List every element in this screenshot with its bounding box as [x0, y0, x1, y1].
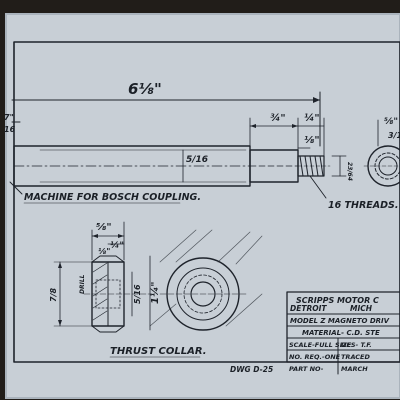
dim-five-sixteenth: 5/16 — [186, 155, 208, 165]
tb-city-left: DETROIT — [290, 304, 327, 313]
collar-dim-quarter: ¼" — [110, 240, 124, 251]
tb-des: DES- T.F. — [341, 341, 372, 349]
collar-dim-eighth: ⅛" — [98, 247, 110, 256]
collar-dim-five-eighth: ⅝" — [96, 222, 112, 233]
dwg-number: DWG D-25 — [230, 365, 273, 374]
title-block: SCRIPPS MOTOR C DETROIT MICH MODEL Z MAG… — [286, 291, 400, 375]
dim-eighth: ⅛" — [304, 135, 320, 146]
tb-model: MODEL Z MAGNETO DRIV — [290, 317, 390, 325]
tb-req: NO. REQ.-ONE — [289, 353, 341, 361]
collar-dim-bore: DRILL — [79, 274, 86, 294]
tb-date: MARCH — [341, 365, 368, 373]
collar-dim-seven-eighth: 7/8 — [49, 288, 58, 302]
collar-front-view — [159, 257, 247, 331]
dim-three-quarter: ¾" — [270, 113, 286, 124]
tb-city-right: MICH — [350, 304, 373, 313]
shaft-view: 6⅛" 7" 16 5/16 ¾" ¼" ⅛" — [4, 80, 400, 211]
dim-left-bottom: 16 — [4, 125, 16, 134]
dim-end-three-sixteenth: 3/16 — [388, 131, 400, 140]
drawing-border — [13, 41, 400, 363]
dim-end-five-eighth: ⅝" — [384, 117, 398, 127]
collar-dim-hole: 5/16 — [133, 284, 142, 304]
overall-length-dim: 6⅛" — [128, 80, 162, 98]
tb-traced: TRACED — [341, 353, 370, 361]
dim-thread-dia: 23/64 — [346, 162, 353, 181]
dim-quarter-top: ¼" — [304, 112, 320, 124]
tb-part-no: PART NO- — [289, 365, 324, 373]
label-machine: MACHINE FOR BOSCH COUPLING. — [24, 192, 201, 203]
label-threads: 16 THREADS. — [328, 200, 398, 211]
dim-left-top: 7" — [4, 113, 14, 122]
label-collar: THRUST COLLAR. — [110, 346, 207, 357]
tb-company: SCRIPPS MOTOR C — [296, 296, 379, 305]
collar-dim-od: 1¼" — [149, 281, 161, 304]
thrust-collar-view: ⅝" ¼" ⅛" 7/8 DRILL 5/16 1¼" — [49, 221, 263, 358]
tb-scale: SCALE-FULL SIZE — [289, 341, 352, 349]
tb-material: MATERIAL- C.D. STE — [302, 329, 380, 337]
paper-sheet — [6, 14, 400, 398]
shaft-end-view — [363, 145, 400, 187]
